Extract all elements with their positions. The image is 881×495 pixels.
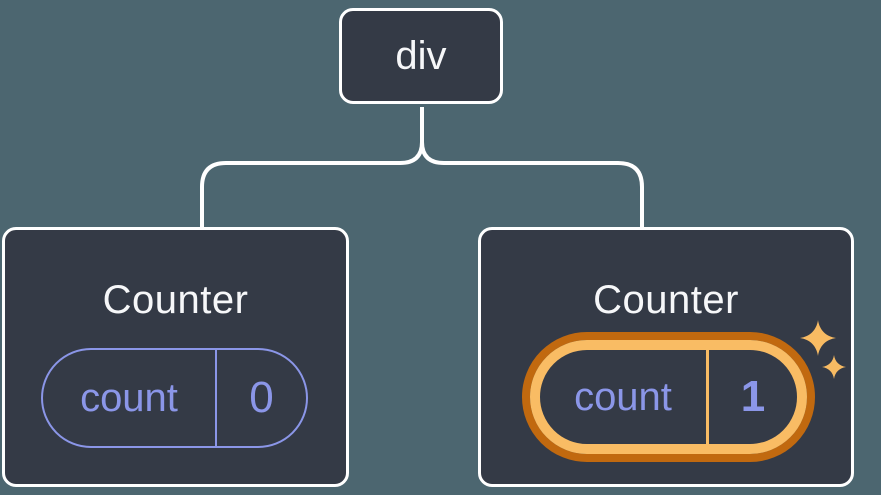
connector-branch-left (200, 107, 424, 228)
state-pill-highlighted: count 1 (522, 332, 815, 462)
state-name-label: count (80, 375, 178, 420)
component-card-counter-left: Counter count 0 (2, 227, 349, 487)
state-name-segment: count (43, 350, 217, 446)
tree-node-div-label: div (395, 33, 447, 78)
state-value-label: 0 (249, 373, 274, 422)
connector-branch-right (420, 107, 644, 228)
state-value-segment: 1 (709, 350, 797, 444)
state-name-segment: count (540, 350, 709, 444)
component-card-counter-right: Counter count 1 (478, 227, 854, 487)
sparkle-icon (822, 355, 846, 379)
tree-node-div: div (339, 8, 503, 104)
component-title: Counter (102, 278, 249, 322)
state-name-label: count (574, 374, 672, 419)
component-title: Counter (593, 278, 739, 322)
state-pill: count 0 (41, 348, 308, 448)
state-value-label: 1 (740, 372, 766, 421)
sparkle-icon (800, 320, 836, 356)
state-pill-inner-ring: count 1 (530, 340, 807, 454)
state-value-segment: 0 (217, 350, 306, 446)
